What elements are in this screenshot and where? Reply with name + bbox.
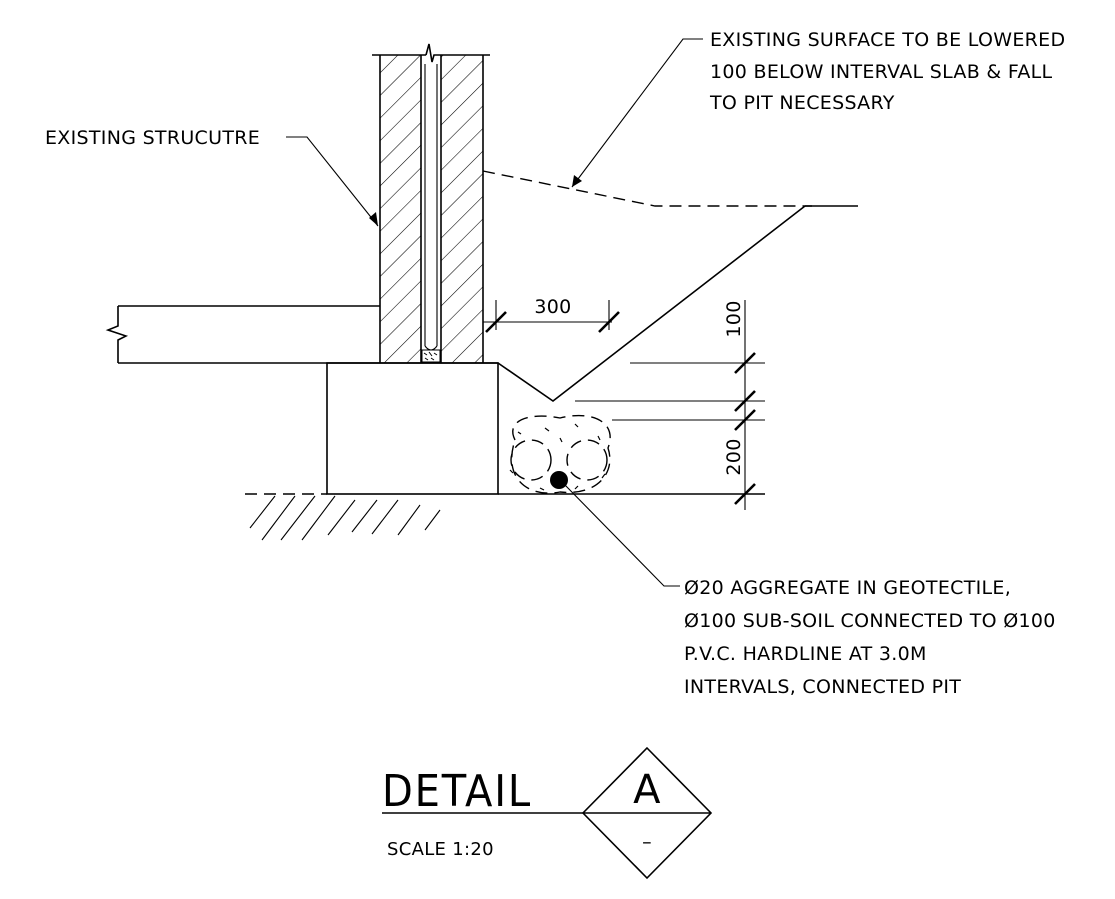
- dim-100-label: 100: [723, 300, 745, 337]
- detail-reference-letter: A: [633, 767, 661, 813]
- note-drain-line-1: Ø20 AGGREGATE IN GEOTECTILE,: [684, 577, 1011, 599]
- dim-300-label: 300: [534, 296, 571, 318]
- note-existing-structure: EXISTING STRUCUTRE: [45, 127, 260, 149]
- leader-surface: [571, 38, 703, 188]
- leader-drain: [563, 483, 680, 587]
- note-surface-line-2: 100 BELOW INTERVAL SLAB & FALL: [710, 61, 1053, 83]
- pipe-100: [550, 471, 568, 489]
- detail-scale: SCALE 1:20: [387, 839, 494, 860]
- dimension-vertical: 100 200: [575, 300, 765, 510]
- dimension-300: 300: [483, 296, 620, 333]
- existing-surface: [482, 170, 858, 207]
- existing-wall: [372, 43, 490, 363]
- note-surface-line-3: TO PIT NECESSARY: [709, 92, 895, 114]
- note-drain-line-4: INTERVALS, CONNECTED PIT: [684, 676, 961, 698]
- note-drain-line-3: P.V.C. HARDLINE AT 3.0M: [684, 643, 927, 665]
- detail-title-block: DETAIL SCALE 1:20 A –: [382, 746, 713, 880]
- leader-structure: [286, 136, 379, 227]
- ground-line: [245, 493, 765, 541]
- detail-reference-symbol: [581, 746, 713, 880]
- graded-surface: [497, 205, 806, 402]
- dim-200-label: 200: [723, 438, 745, 475]
- cavity-grout: [421, 349, 441, 363]
- note-surface-line-1: EXISTING SURFACE TO BE LOWERED: [710, 29, 1065, 51]
- detail-title: DETAIL: [382, 766, 532, 817]
- sheet-reference: –: [642, 831, 652, 853]
- internal-slab: [105, 305, 380, 364]
- note-drain-line-2: Ø100 SUB-SOIL CONNECTED TO Ø100: [684, 610, 1056, 632]
- subsoil-drain: [509, 414, 611, 494]
- footing: [326, 362, 499, 495]
